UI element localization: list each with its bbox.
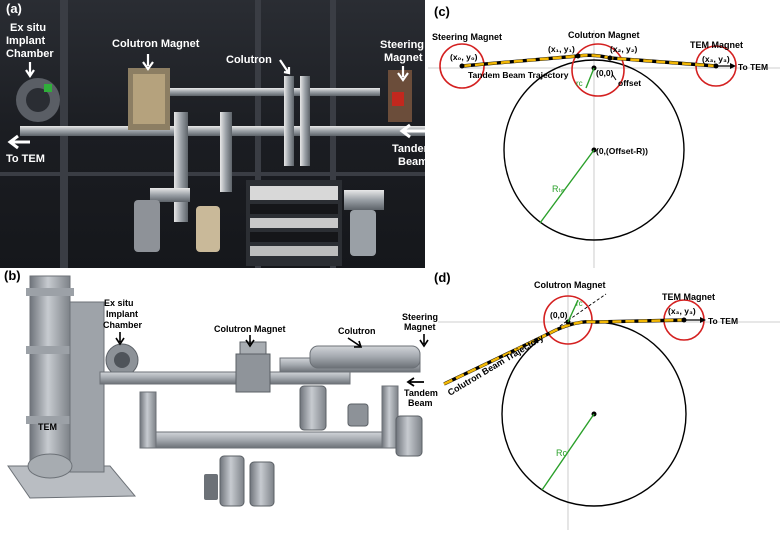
colutron-magnet-label: Colutron Magnet	[214, 324, 286, 334]
panel-a-label: (a)	[6, 1, 22, 16]
to-tem-label: To TEM	[708, 316, 738, 326]
center-label: (0,(Offset-R))	[596, 146, 648, 156]
point-x2	[607, 55, 613, 61]
panel-c-label: (c)	[434, 4, 450, 19]
colutron-magnet-arrow-icon	[245, 335, 255, 348]
steering-magnet-arrow-icon	[419, 334, 429, 348]
small-radius-line	[567, 299, 579, 323]
point-x1	[575, 53, 581, 59]
tem-magnet-label: TEM Magnet	[662, 292, 715, 302]
ex-situ-label-line1: Ex situ	[104, 298, 134, 308]
tandem-beam-label-line1: Tandem	[404, 388, 438, 398]
tandem-beam-label-line1: Tandem	[392, 143, 425, 155]
small-radius-line	[585, 67, 595, 89]
to-tem-arrow-icon	[7, 134, 30, 150]
ex-situ-arrow-icon	[115, 332, 125, 346]
origin-label: (0,0)	[596, 68, 614, 78]
tem-label: TEM	[38, 422, 57, 432]
steering-magnet-label-line2: Magnet	[384, 52, 423, 64]
tandem-beam-label-line2: Beam	[398, 156, 425, 168]
colutron-trajectory-label: Colutron Beam Trajectory	[446, 332, 545, 397]
tem-magnet-label: TEM Magnet	[690, 40, 743, 50]
large-bend-circle	[503, 59, 685, 241]
colutron-magnet-circle	[571, 43, 625, 97]
steering-magnet-arrow-icon	[397, 66, 409, 82]
large-radius-label: Rₜₑ	[552, 184, 565, 194]
colutron-arrow-icon	[279, 59, 291, 75]
colutron-magnet-circle	[543, 295, 593, 345]
panel-d-label: (d)	[434, 270, 451, 285]
ex-situ-label-line2: Implant	[106, 309, 138, 319]
steering-magnet-circle	[439, 43, 485, 89]
beam-trajectory	[443, 318, 685, 386]
point-x1-label: (x₁, y₁)	[548, 44, 575, 54]
small-radius-label: rᴄ	[576, 79, 583, 88]
tandem-beam-label-line2: Beam	[408, 398, 433, 408]
panel-a-photo: (a) Ex situ Implant Chamber Colutron Mag…	[0, 0, 434, 268]
ex-situ-label-line3: Chamber	[6, 48, 54, 60]
ex-situ-arrow-icon	[25, 62, 35, 78]
steering-magnet-label-line1: Steering	[402, 312, 438, 322]
to-tem-arrow-icon	[700, 317, 706, 323]
colutron-magnet-label: Colutron Magnet	[112, 38, 200, 50]
panel-c-diagram: (c) Steering Magnet Colutron Magnet TEM …	[428, 0, 780, 268]
ex-situ-label-line3: Chamber	[103, 320, 143, 330]
colutron-label: Colutron	[226, 54, 272, 66]
steering-magnet-label: Steering Magnet	[432, 32, 502, 42]
origin-label: (0,0)	[550, 310, 568, 320]
large-radius-line	[541, 413, 595, 491]
colutron-label: Colutron	[338, 326, 376, 336]
point-x3	[681, 317, 687, 323]
point-x0-label: (x₀, y₀)	[450, 52, 478, 62]
colutron-magnet-arrow-icon	[142, 54, 154, 71]
point-x0	[459, 63, 465, 69]
photo-illustration: (a) Ex situ Implant Chamber Colutron Mag…	[0, 0, 434, 268]
colutron-geometry-diagram: (d) Colutron Magnet TEM Magnet To TEM (0…	[434, 270, 780, 530]
small-radius-label: rᴄ	[576, 299, 583, 308]
colutron-arrow-icon	[347, 337, 363, 348]
offset-label: offset	[618, 78, 641, 88]
steering-magnet-label-line2: Magnet	[404, 322, 436, 332]
tandem-beam-arrow-icon	[399, 123, 425, 139]
point-x3-label: (x₃, y₃)	[668, 306, 696, 316]
tandem-geometry-diagram: (c) Steering Magnet Colutron Magnet TEM …	[428, 4, 780, 268]
tandem-trajectory-label: Tandem Beam Trajectory	[468, 70, 569, 80]
steering-magnet-label-line1: Steering	[380, 39, 424, 51]
large-radius-line	[539, 149, 595, 224]
panel-b-label: (b)	[4, 268, 21, 283]
panel-d-diagram: (d) Colutron Magnet TEM Magnet To TEM (0…	[428, 268, 780, 530]
to-tem-label: To TEM	[6, 153, 45, 165]
offset-pointer	[611, 73, 617, 81]
ex-situ-label-line1: Ex situ	[10, 22, 46, 34]
colutron-magnet-label: Colutron Magnet	[534, 280, 606, 290]
tangent-line	[559, 293, 607, 327]
ex-situ-label-line2: Implant	[6, 35, 45, 47]
tandem-beam-arrow-icon	[406, 377, 424, 387]
point-x3	[713, 63, 719, 69]
large-radius-label: Rᴄ	[556, 448, 567, 458]
to-tem-arrow-icon	[730, 63, 736, 69]
point-x3-label: (x₃, y₃)	[702, 54, 730, 64]
point-x2-label: (x₂, y₂)	[610, 44, 638, 54]
to-tem-label: To TEM	[738, 62, 768, 72]
colutron-magnet-label: Colutron Magnet	[568, 30, 640, 40]
panel-b-cad: (b) Ex situ Implant Chamber Colutron Mag…	[0, 266, 440, 530]
cad-illustration: (b) Ex situ Implant Chamber Colutron Mag…	[4, 268, 438, 507]
